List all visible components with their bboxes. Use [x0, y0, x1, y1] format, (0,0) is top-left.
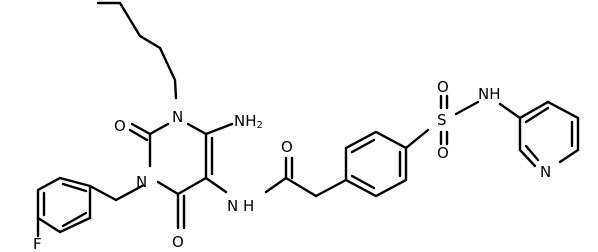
- bond-c2-o-double: [128, 128, 149, 142]
- bond-n1-c6: [186, 122, 208, 136]
- amide-oxygen-label: O: [281, 138, 293, 156]
- pyridine-inner-3: [524, 144, 540, 162]
- pyridine-inner-1: [524, 106, 550, 124]
- pyridine-ring: [518, 100, 580, 168]
- bond-ch2-phenyl: [314, 178, 348, 198]
- nh2-label: NH2: [234, 112, 263, 131]
- n1-label: N: [172, 108, 183, 126]
- bond-phenyl-s: [404, 128, 430, 150]
- sulfonamide-nh-label: NH: [478, 85, 501, 103]
- c2-oxygen-label: O: [114, 117, 126, 135]
- n3-label: N: [136, 173, 147, 191]
- bond-ch2-ring: [88, 184, 118, 202]
- bond-c4-n3: [156, 180, 180, 196]
- fluorophenyl-inner-1: [61, 182, 88, 193]
- bond-nh-co: [264, 176, 288, 194]
- bond-co-ch2: [284, 176, 318, 198]
- bond-n1-c2: [148, 122, 170, 136]
- sulfur-label: S: [437, 111, 447, 129]
- c4-oxygen-label: O: [172, 233, 184, 251]
- bond-s-nh: [454, 100, 480, 116]
- pyridine-n-label: N: [540, 163, 551, 181]
- atom-labels: N N NH2 N H O O O F S O O NH N: [33, 78, 551, 252]
- fluorophenyl-ring: [36, 176, 92, 234]
- phenyl-ring: [344, 130, 408, 198]
- amide-n-label: N: [227, 197, 238, 215]
- phenyl-inner-1: [350, 138, 376, 154]
- fluorine-label: F: [33, 235, 42, 252]
- phenyl-inner-3: [350, 174, 376, 190]
- bond-c5-c4: [176, 176, 208, 196]
- bond-c2-o: [130, 122, 152, 136]
- bond-c6-nh2: [204, 122, 234, 136]
- sulfonyl-oxygen-bottom-label: O: [437, 144, 449, 162]
- butyl-chain: [96, 1, 178, 100]
- bond-nh-pyridine: [498, 102, 522, 120]
- bond-c5-nh: [204, 176, 228, 194]
- amide-h-label: H: [243, 197, 254, 215]
- bonds: [36, 1, 580, 238]
- fluorophenyl-inner-3: [61, 211, 88, 228]
- sulfonyl-oxygen-top-label: O: [437, 78, 449, 96]
- bond-n3-ch2: [114, 184, 144, 202]
